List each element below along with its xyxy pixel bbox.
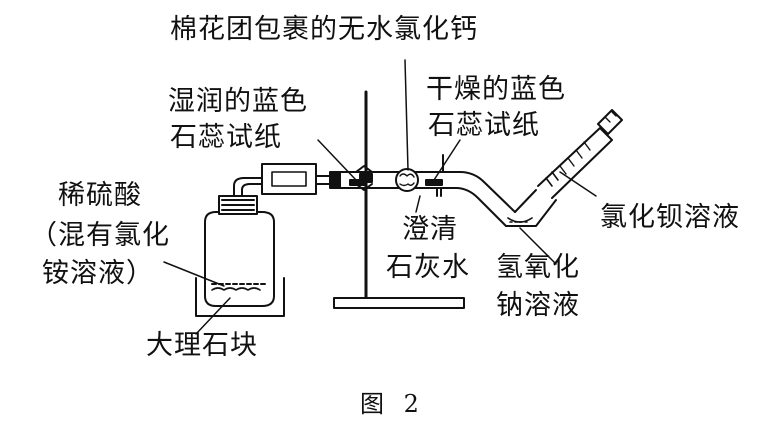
label-bacl2: 氯化钡溶液: [600, 202, 740, 233]
label-dry-litmus-2: 石蕊试纸: [428, 110, 540, 141]
label-dry-litmus-1: 干燥的蓝色: [426, 74, 566, 105]
label-cotton-cacl2: 棉花团包裹的无水氯化钙: [170, 14, 478, 45]
figure-caption: 图 2: [360, 390, 425, 418]
bacl2-tube: [537, 109, 623, 199]
label-naoh-2: 钠溶液: [496, 290, 580, 321]
label-wet-litmus-1: 湿润的蓝色: [168, 86, 308, 117]
drying-unit: [261, 163, 341, 195]
iron-stand: [333, 90, 465, 309]
label-naoh-1: 氢氧化: [496, 252, 580, 283]
reaction-bottle: [195, 195, 285, 317]
delivery-tube-1: [233, 177, 263, 197]
label-dilute-acid-1: 稀硫酸: [58, 180, 142, 211]
label-dilute-acid-2: （混有氯化: [30, 220, 170, 251]
label-marble: 大理石块: [146, 330, 258, 361]
label-wet-litmus-2: 石蕊试纸: [170, 122, 282, 153]
label-limewater-2: 石灰水: [386, 252, 470, 283]
leader-lines: [163, 59, 597, 335]
label-dilute-acid-3: 铵溶液）: [42, 258, 154, 289]
main-glass-tube: [335, 154, 557, 227]
label-limewater-1: 澄清: [402, 214, 458, 245]
